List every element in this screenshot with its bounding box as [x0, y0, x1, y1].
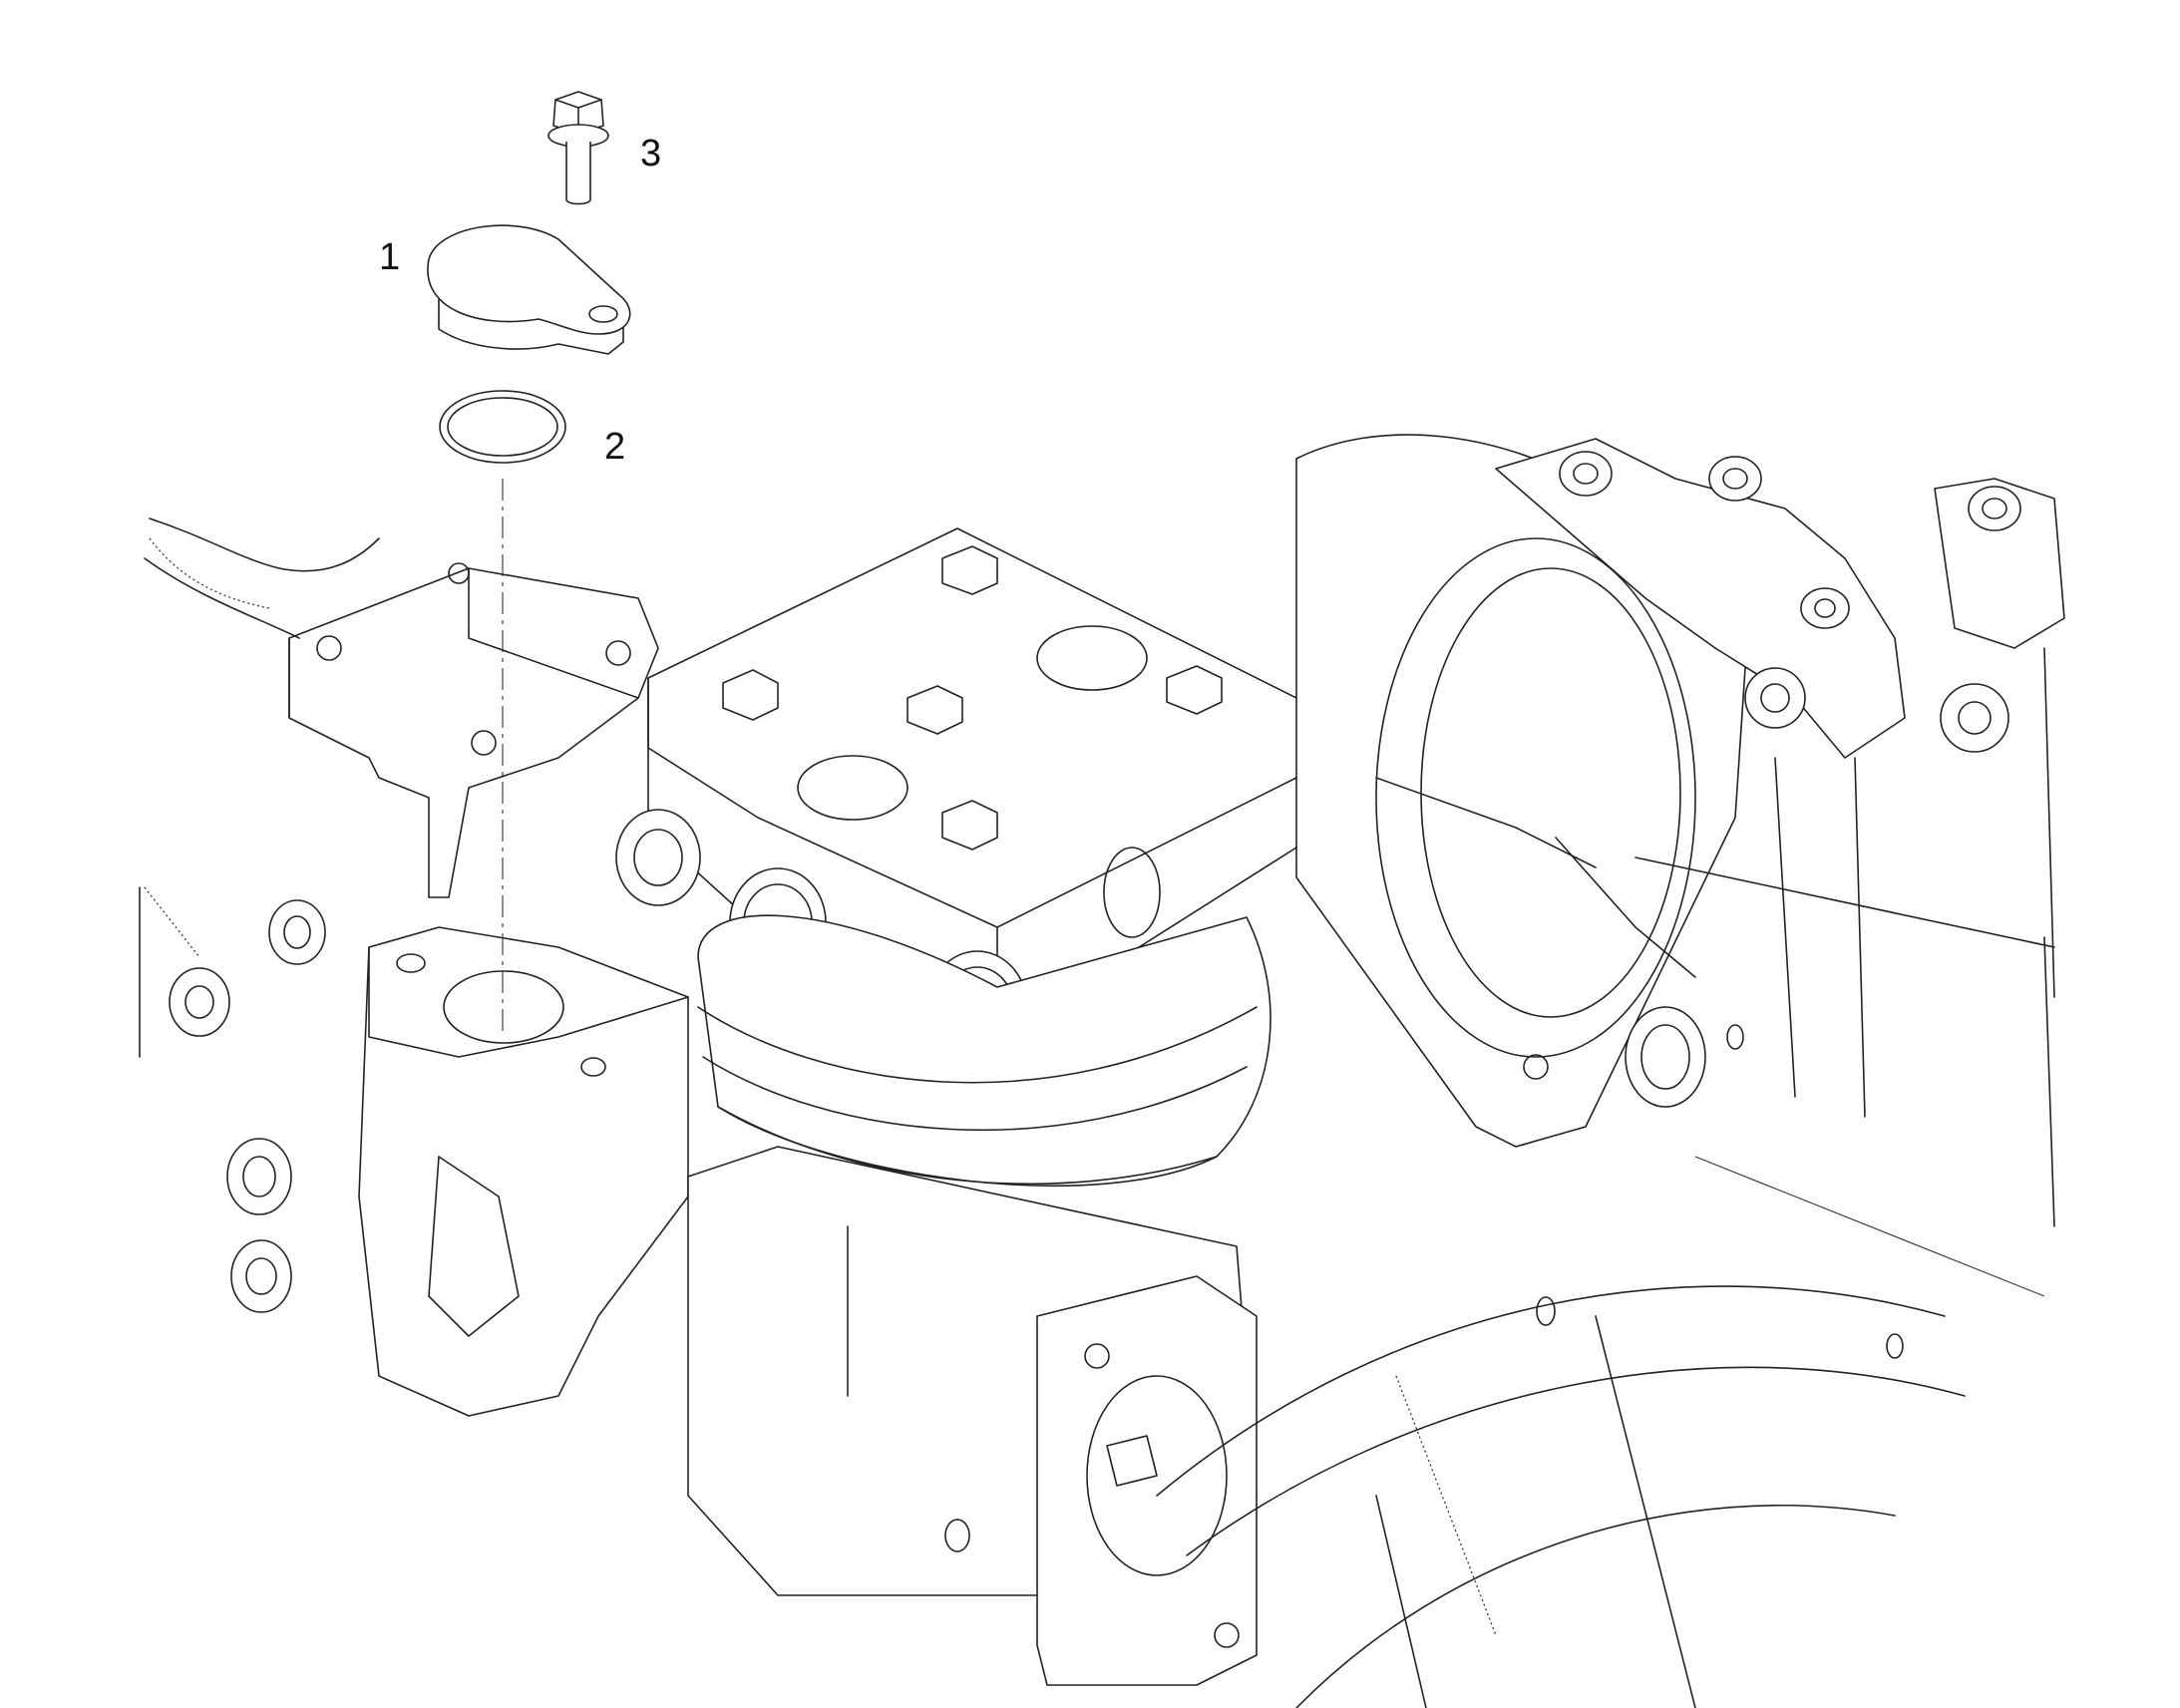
- lower-left-housing: [358, 926, 689, 1417]
- compressor-cylinder: [697, 914, 1272, 1188]
- flywheel-housing: [1156, 936, 2055, 1708]
- bolt-part: [547, 91, 609, 205]
- right-bracket-assembly: [1495, 438, 2065, 1297]
- cover-plate-part: [427, 224, 631, 355]
- lower-flange: [687, 1146, 1258, 1686]
- callout-3: 3: [640, 133, 661, 174]
- o-ring-part: [439, 390, 566, 464]
- callout-2: 2: [604, 426, 625, 468]
- large-flange-ring: [1295, 434, 1756, 1148]
- left-side-bosses: [139, 886, 326, 1313]
- callout-1: 1: [379, 236, 400, 278]
- left-bracket-assembly: [144, 517, 659, 898]
